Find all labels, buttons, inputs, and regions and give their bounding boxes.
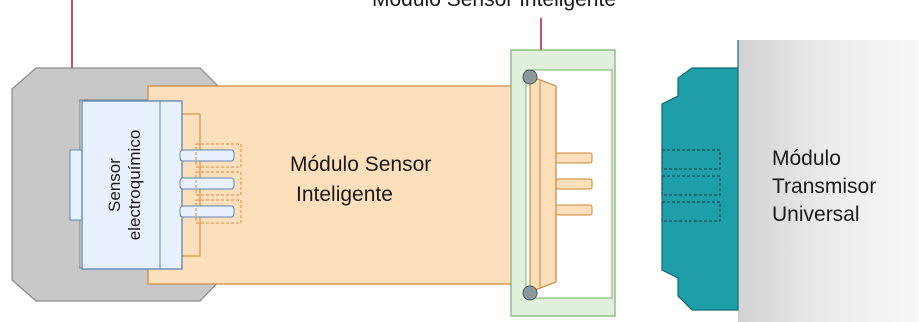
smart-module-caption: Módulo Sensor Inteligente [372, 0, 616, 12]
transmitter-socket-1 [661, 149, 721, 170]
transmitter-label-line3: Universal [772, 203, 860, 226]
transmitter-panel [738, 40, 919, 322]
electrochemical-sensor [81, 100, 183, 270]
pin-socket-2 [195, 171, 242, 196]
pin-socket-1 [195, 143, 242, 168]
output-pin-2 [555, 178, 593, 190]
transmitter-label-line1: Módulo [772, 147, 841, 170]
sensor-label-line2: electroquímico [125, 129, 144, 241]
sensor-pin-3 [179, 205, 235, 218]
transmitter-socket-2 [661, 175, 721, 196]
sensor-label-line1: Sensor [105, 158, 124, 212]
pin-socket-3 [195, 199, 242, 224]
transmitter-socket-3 [661, 201, 721, 222]
seal-ring-top [522, 69, 538, 85]
output-pin-3 [555, 204, 593, 216]
output-pin-1 [555, 152, 593, 164]
transmitter-connector [661, 40, 739, 311]
sensor-pin-1 [179, 149, 235, 162]
sensor-label: Sensor electroquímico [102, 101, 148, 269]
smart-module-label-line2: Inteligente [296, 183, 393, 206]
module-flange [529, 75, 557, 293]
transmitter-label-line2: Transmisor [772, 175, 877, 198]
seal-ring-bottom [522, 285, 538, 301]
sensor-pin-2 [179, 177, 235, 190]
smart-module-label-line1: Módulo Sensor [290, 153, 432, 176]
